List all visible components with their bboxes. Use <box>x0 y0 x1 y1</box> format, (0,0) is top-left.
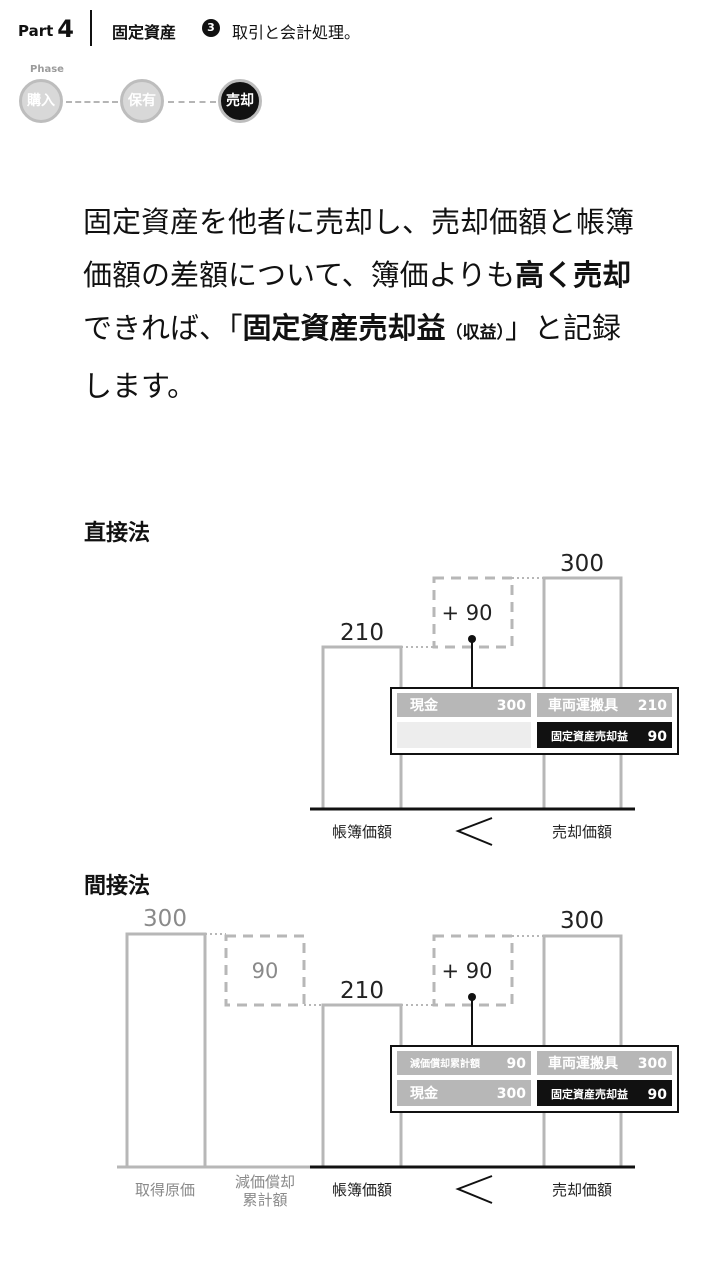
indirect-less-than-symbol <box>455 1175 493 1204</box>
direct-credit-account-1: 車両運搬具 <box>548 697 618 714</box>
direct-label-book: 帳簿価額 <box>332 823 392 841</box>
part-number: 4 <box>57 15 74 43</box>
indirect-debit-amount-1: 90 <box>507 1056 527 1072</box>
indirect-pointer-dot <box>468 993 476 1001</box>
section-title: 固定資産 <box>112 23 177 42</box>
direct-sale-value: 300 <box>560 551 604 577</box>
chapter-number-badge: 3 <box>202 19 220 37</box>
body-line-2: 価額の差額について、簿価よりも高く売却 <box>83 249 663 302</box>
direct-book-bar <box>321 645 403 811</box>
indirect-label-acq: 取得原価 <box>135 1181 195 1199</box>
direct-credit-row-1 <box>537 693 672 717</box>
indirect-diagram: 300 90 210 300 + 90 取得原価 減価償却 累計額 帳簿価額 売… <box>117 906 679 1209</box>
direct-credit-amount-1: 210 <box>638 698 667 714</box>
direct-pointer-dot <box>468 635 476 643</box>
body-line-1: 固定資産を他者に売却し、売却価額と帳簿 <box>83 205 635 239</box>
chapter-title: 取引と会計処理。 <box>232 23 361 42</box>
direct-debit-row-empty <box>397 722 531 748</box>
indirect-label-book: 帳簿価額 <box>332 1181 392 1199</box>
direct-debit-amount-1: 300 <box>497 698 526 714</box>
indirect-label-dep-1: 減価償却 <box>235 1173 295 1191</box>
direct-gain-value: + 90 <box>442 601 493 625</box>
phase-step-hold: 保有 <box>120 79 164 123</box>
indirect-dep-value: 90 <box>252 959 279 983</box>
body-line-4: します。 <box>83 369 197 403</box>
direct-credit-row-2 <box>537 722 672 748</box>
direct-credit-account-2: 固定資産売却益 <box>551 729 628 743</box>
direct-book-value: 210 <box>340 620 384 646</box>
body-line-2-text: 価額の差額について、簿価よりも <box>83 258 516 292</box>
explanation-paragraph: 固定資産を他者に売却し、売却価額と帳簿 価額の差額について、簿価よりも高く売却 … <box>83 196 663 413</box>
indirect-debit-amount-2: 300 <box>497 1086 526 1102</box>
phase-label: Phase <box>30 64 64 75</box>
phase-connector-2 <box>168 101 216 103</box>
indirect-credit-account-2: 固定資産売却益 <box>551 1087 628 1101</box>
indirect-acq-bar <box>125 932 207 1169</box>
indirect-debit-row-1 <box>397 1051 531 1075</box>
body-revenue-note: （収益） <box>445 323 506 343</box>
direct-credit-amount-2: 90 <box>648 729 668 745</box>
indirect-label-sale: 売却価額 <box>552 1181 612 1199</box>
indirect-credit-row-1 <box>537 1051 672 1075</box>
indirect-credit-account-1: 車両運搬具 <box>548 1055 618 1072</box>
body-emphasis-gain: 固定資産売却益 <box>242 311 446 345</box>
part-label-text: Part <box>18 22 54 40</box>
direct-diagram: 210 300 + 90 帳簿価額 売却価額 現金 300 車両運搬具 210 … <box>310 551 679 846</box>
indirect-credit-amount-1: 300 <box>638 1056 667 1072</box>
indirect-debit-account-1: 減価償却累計額 <box>410 1057 480 1070</box>
indirect-acq-value: 300 <box>143 906 187 932</box>
header-divider <box>90 10 92 46</box>
indirect-credit-amount-2: 90 <box>648 1087 668 1103</box>
phase-connector-1 <box>66 101 118 103</box>
indirect-dep-box <box>224 934 306 1007</box>
indirect-book-bar <box>321 1003 403 1169</box>
body-line-3: できれば、「固定資産売却益（収益）」と記録 <box>83 302 663 360</box>
direct-less-than-symbol <box>455 817 493 846</box>
indirect-gain-box <box>432 934 514 1007</box>
direct-label-sale: 売却価額 <box>552 823 612 841</box>
indirect-gain-value: + 90 <box>442 959 493 983</box>
body-line-3-end: 」と記録 <box>505 311 622 345</box>
indirect-debit-row-2 <box>397 1080 531 1106</box>
body-line-3-text: できれば、「 <box>83 311 243 345</box>
indirect-book-value: 210 <box>340 978 384 1004</box>
indirect-label-dep-2: 累計額 <box>242 1191 287 1209</box>
indirect-sale-value: 300 <box>560 908 604 934</box>
phase-step-purchase: 購入 <box>19 79 63 123</box>
phase-step-sale: 売却 <box>218 79 262 123</box>
direct-method-heading: 直接法 <box>84 521 151 546</box>
indirect-debit-account-2: 現金 <box>410 1085 439 1102</box>
direct-debit-account-1: 現金 <box>410 697 439 714</box>
direct-gain-box <box>432 576 514 649</box>
direct-debit-row-1 <box>397 693 531 717</box>
body-emphasis-sell-high: 高く売却 <box>515 258 632 292</box>
indirect-credit-row-2 <box>537 1080 672 1106</box>
indirect-method-heading: 間接法 <box>84 874 151 899</box>
